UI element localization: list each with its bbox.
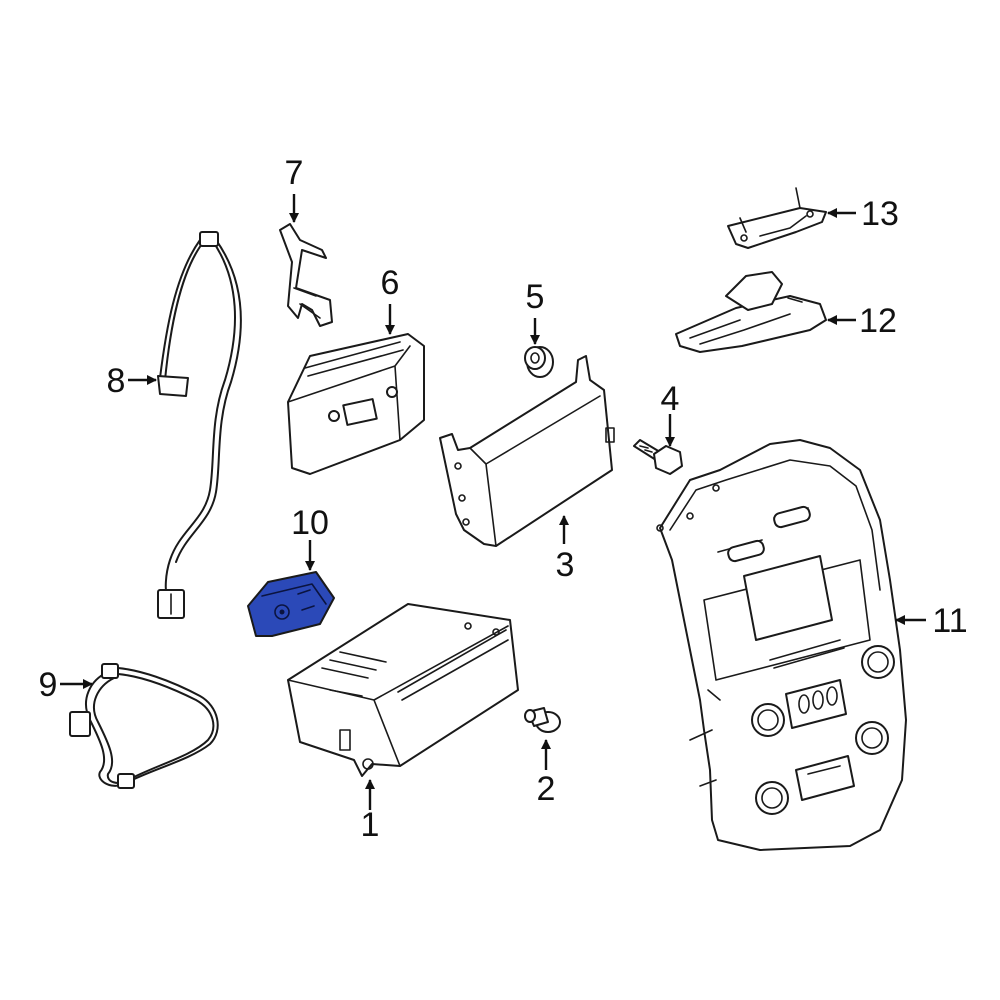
callout-3: 3 (556, 515, 575, 584)
callout-1: 1 (361, 779, 380, 844)
callout-4: 4 (661, 380, 680, 447)
part-1-head-unit (287, 603, 519, 777)
part-3-receiver (439, 355, 615, 547)
callout-label-6: 6 (381, 264, 400, 302)
part-13-trim-bracket (727, 187, 827, 249)
part-6-module (287, 333, 425, 475)
part-2-push-pin (524, 707, 561, 733)
callout-13: 13 (827, 195, 899, 233)
callout-label-4: 4 (661, 380, 680, 418)
callout-11: 11 (895, 602, 968, 640)
callout-label-1: 1 (361, 806, 380, 844)
callout-9: 9 (39, 666, 93, 704)
part-9-usb-cable (69, 663, 219, 789)
part-4-bolt (633, 439, 683, 475)
callout-label-5: 5 (526, 278, 545, 316)
callout-7: 7 (285, 154, 304, 223)
part-7-bracket (279, 223, 333, 327)
callout-label-8: 8 (107, 362, 126, 400)
callout-label-11: 11 (932, 602, 967, 640)
callout-2: 2 (537, 739, 556, 808)
part-12-console-trim (675, 271, 827, 353)
part-5-grommet (524, 346, 554, 378)
callout-label-10: 10 (291, 504, 329, 542)
callout-12: 12 (827, 302, 897, 340)
part-8-antenna-cable (157, 231, 242, 619)
callout-label-13: 13 (861, 195, 899, 233)
callout-label-12: 12 (859, 302, 897, 340)
callout-8: 8 (107, 362, 157, 400)
callout-label-2: 2 (537, 770, 556, 808)
part-10-switch-highlighted (247, 571, 335, 637)
callout-label-7: 7 (285, 154, 304, 192)
callout-6: 6 (381, 264, 400, 335)
callout-label-9: 9 (39, 666, 58, 704)
callout-10: 10 (291, 504, 329, 571)
callout-5: 5 (526, 278, 545, 345)
callout-label-3: 3 (556, 546, 575, 584)
part-11-center-panel (656, 439, 907, 851)
